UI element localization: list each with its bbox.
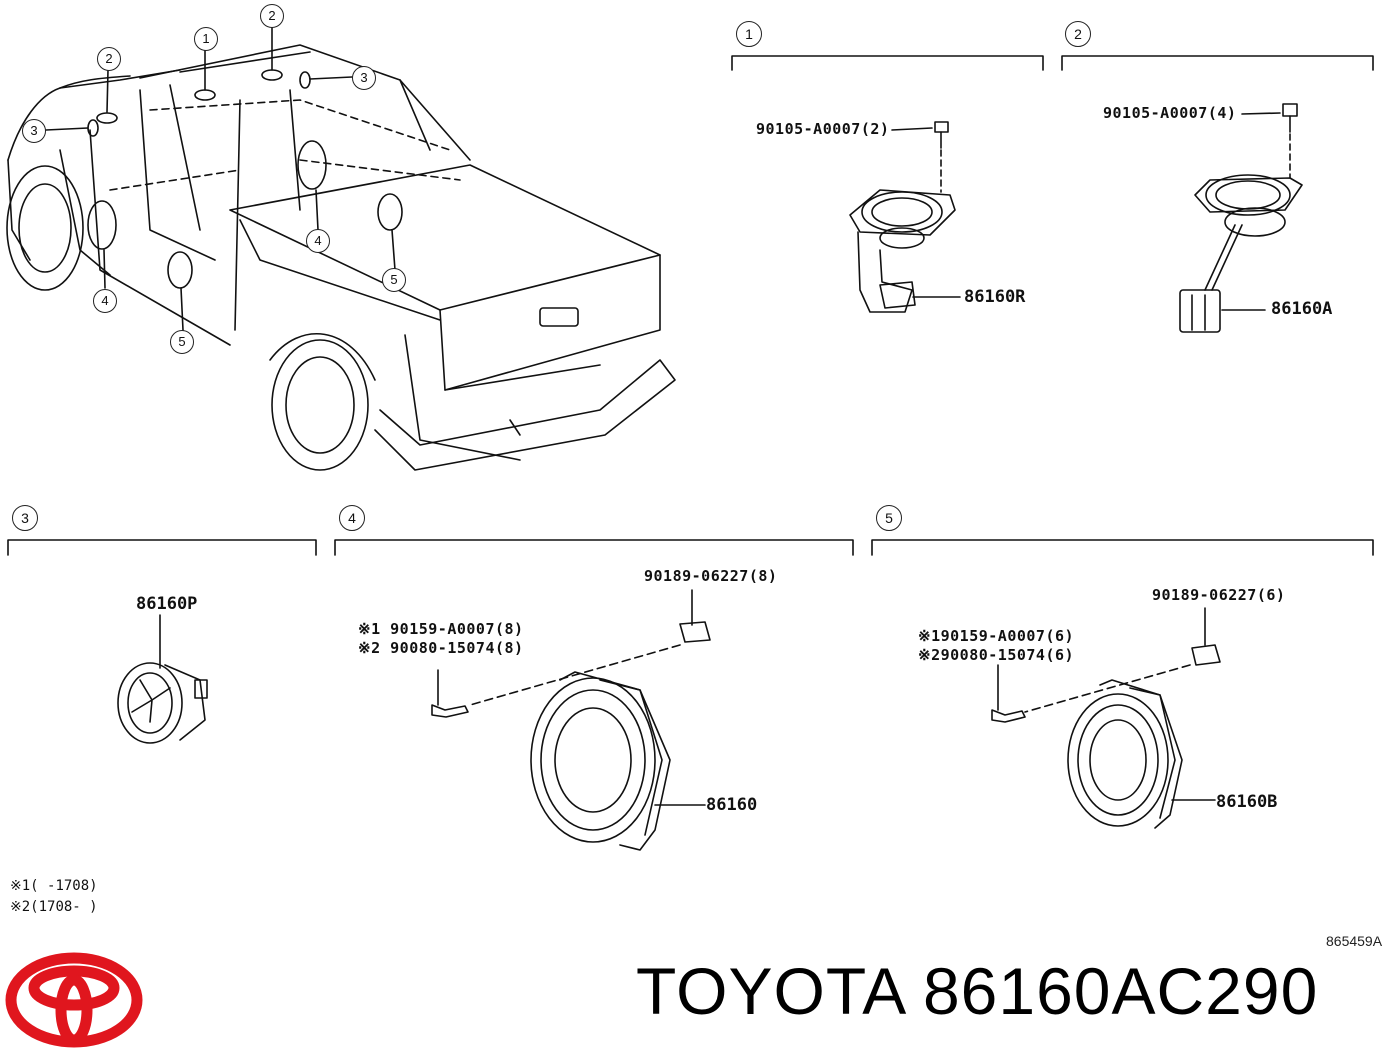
speaker-86160B xyxy=(991,607,1221,829)
toyota-logo xyxy=(5,952,143,1048)
section-brackets xyxy=(7,55,1374,556)
part-number-86160P: 86160P xyxy=(136,594,198,614)
part-number-86160A: 86160A xyxy=(1271,299,1333,319)
part-number-s5-clip: 90189-06227(6) xyxy=(1152,586,1286,604)
speaker-86160A xyxy=(1179,103,1303,333)
callout-3-truck-front: 3 xyxy=(22,119,46,143)
part-number-s4-screw1: ※1 90159-A0007(8) xyxy=(358,620,524,638)
part-number-86160: 86160 xyxy=(706,795,758,815)
section-2-number: 2 xyxy=(1065,21,1091,47)
footnote-1: ※1( -1708) xyxy=(10,878,98,894)
callout-3-truck-rear: 3 xyxy=(352,66,376,90)
speaker-86160R xyxy=(849,121,961,313)
callout-5-truck-front: 5 xyxy=(170,330,194,354)
callout-4-truck-front: 4 xyxy=(93,289,117,313)
callout-2-truck-front: 2 xyxy=(97,47,121,71)
diagram-code: 865459A xyxy=(1326,933,1383,949)
truck-drawing xyxy=(6,26,676,471)
speaker-86160P xyxy=(117,614,208,744)
section-5-number: 5 xyxy=(876,505,902,531)
part-number-s5-screw1: ※190159-A0007(6) xyxy=(918,627,1075,645)
part-number-s1-bolt: 90105-A0007(2) xyxy=(756,120,890,138)
footnote-2: ※2(1708- ) xyxy=(10,899,98,915)
part-number-s2-bolt: 90105-A0007(4) xyxy=(1103,104,1237,122)
part-number-s4-clip: 90189-06227(8) xyxy=(644,567,778,585)
callout-5-truck-rear: 5 xyxy=(382,268,406,292)
speaker-86160 xyxy=(431,589,711,851)
part-number-86160B: 86160B xyxy=(1216,792,1278,812)
section-4-number: 4 xyxy=(339,505,365,531)
callout-1-truck: 1 xyxy=(194,27,218,51)
part-number-s5-screw2: ※290080-15074(6) xyxy=(918,646,1075,664)
brand-part-title: TOYOTA 86160AC290 xyxy=(636,954,1319,1028)
part-number-86160R: 86160R xyxy=(964,287,1026,307)
part-number-s4-screw2: ※2 90080-15074(8) xyxy=(358,639,524,657)
section-1-number: 1 xyxy=(736,21,762,47)
section-3-number: 3 xyxy=(12,505,38,531)
callout-2-truck-rear: 2 xyxy=(260,4,284,28)
callout-4-truck-rear: 4 xyxy=(306,229,330,253)
